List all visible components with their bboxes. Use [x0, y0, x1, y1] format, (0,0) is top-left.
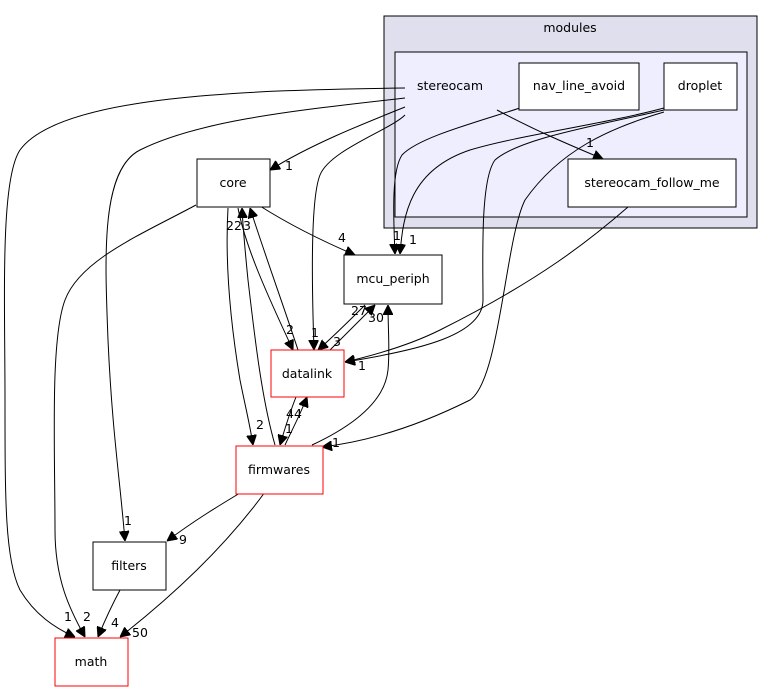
node-math-label: math	[75, 654, 108, 669]
edge-stereocam-core	[270, 106, 406, 170]
cluster-stereocam-label: stereocam	[417, 78, 483, 93]
edge-label-nav-mcu: 1	[393, 228, 401, 243]
node-filters-label: filters	[111, 558, 147, 573]
edge-core-datalink	[237, 207, 293, 350]
node-nav-line-avoid[interactable]: nav_line_avoid	[518, 62, 640, 111]
node-droplet-label: droplet	[678, 78, 723, 93]
edge-stereocam-follow-me	[496, 109, 603, 159]
node-datalink-label: datalink	[282, 366, 333, 381]
edge-stereocam-math	[3, 87, 406, 637]
node-datalink[interactable]: datalink	[270, 349, 345, 398]
edge-droplet-mcu	[400, 107, 665, 254]
edge-stereocam-filters	[105, 97, 406, 541]
edge-firmwares-mcu	[311, 305, 389, 446]
edge-label-core-mcu: 4	[338, 230, 346, 245]
edge-core-firmwares	[226, 207, 253, 445]
edge-label-core-math: 2	[83, 609, 91, 624]
edge-filters-math	[98, 589, 121, 637]
edge-firmwares-core	[242, 208, 276, 446]
cluster-modules-label: modules	[543, 20, 596, 35]
edge-follow-me-datalink	[345, 206, 629, 362]
edge-core-math	[53, 204, 197, 637]
node-math[interactable]: math	[54, 637, 129, 687]
node-droplet[interactable]: droplet	[663, 62, 738, 111]
edge-mcu-datalink	[318, 304, 366, 350]
edge-label-mcu-datalink: 27	[351, 303, 367, 318]
edge-label-datalink-firmwares: 1	[285, 421, 293, 436]
edge-label-datalink-core: 2	[286, 322, 294, 337]
edge-label-droplet-mcu: 1	[409, 232, 417, 247]
edge-label-core-firmwares: 2	[256, 417, 264, 432]
node-filters[interactable]: filters	[92, 541, 167, 591]
edge-droplet-datalink	[345, 109, 665, 362]
edge-datalink-mcu	[329, 305, 375, 351]
node-firmwares[interactable]: firmwares	[235, 445, 324, 495]
edge-label-firmwares-mcu: 30	[368, 310, 384, 325]
node-core[interactable]: core	[196, 158, 271, 208]
edge-label-stereocam-follow-me: 1	[586, 135, 594, 150]
edge-label-droplet-firmwares: 1	[332, 435, 340, 450]
edge-datalink-core	[250, 208, 299, 351]
edge-label-filters-math: 4	[111, 615, 119, 630]
edge-firmwares-filters	[167, 489, 246, 541]
edge-label-stereocam-core: 1	[285, 158, 293, 173]
edge-label-datalink-mcu: 3	[333, 334, 341, 349]
edge-label-firmwares-filters: 9	[179, 532, 187, 547]
edge-core-mcu	[259, 205, 355, 255]
node-nav-line-avoid-label: nav_line_avoid	[533, 78, 625, 93]
edge-label-stereocam-filters: 1	[124, 513, 132, 528]
node-mcu-periph-label: mcu_periph	[356, 271, 429, 286]
node-mcu-periph[interactable]: mcu_periph	[343, 254, 443, 305]
edge-label-datalink-left: 1	[311, 325, 319, 340]
edge-label-follow-datalink: 1	[358, 358, 366, 373]
edge-datalink-firmwares	[280, 396, 297, 445]
node-stereocam-follow-me-label: stereocam_follow_me	[584, 175, 720, 190]
edge-stereocam-datalink	[312, 114, 406, 350]
edge-label-core-datalink-a: 22	[226, 218, 242, 233]
node-stereocam-follow-me[interactable]: stereocam_follow_me	[567, 158, 737, 208]
node-core-label: core	[219, 175, 246, 190]
edge-label-stereocam-math: 1	[64, 609, 72, 624]
edge-droplet-firmwares	[322, 111, 665, 447]
edge-firmwares-math	[120, 491, 266, 637]
edge-nav-mcu	[394, 107, 521, 254]
edge-label-core-datalink-b: 3	[243, 218, 251, 233]
edge-label-firmwares-math: 50	[132, 625, 148, 640]
node-firmwares-label: firmwares	[248, 462, 310, 477]
edge-label-firmwares-datalink: 44	[286, 406, 302, 421]
